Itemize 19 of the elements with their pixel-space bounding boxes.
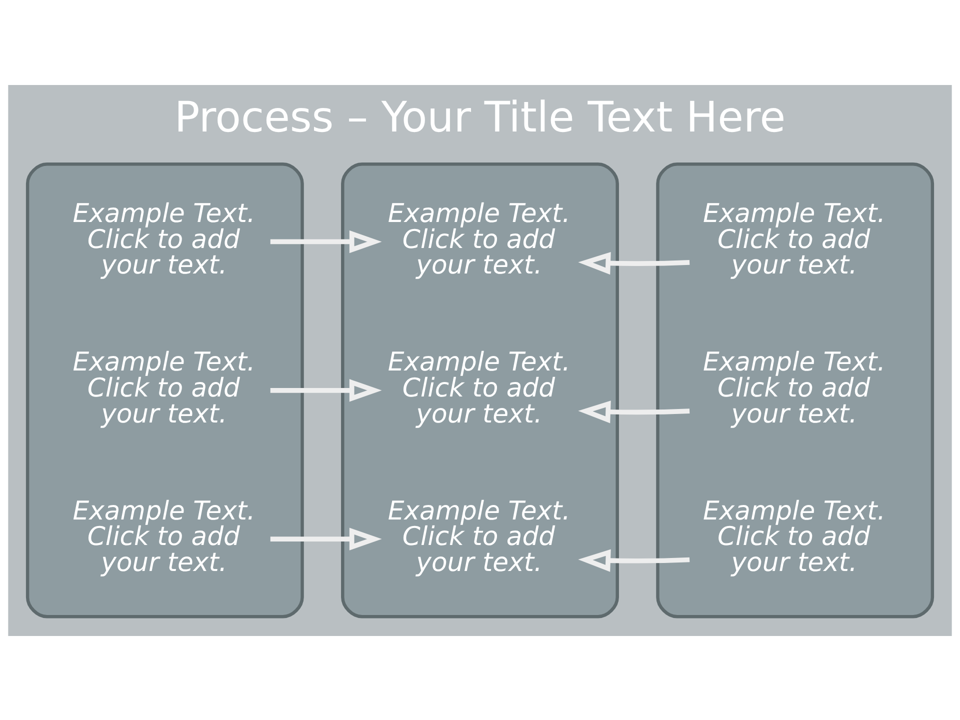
arrow — [270, 230, 382, 253]
cluster — [656, 162, 934, 618]
node-text: Example Text. Click to add your text. — [388, 198, 570, 280]
node-text: Example Text. Click to add your text. — [702, 496, 886, 578]
node-text: Example Text. Click to add your text. — [72, 496, 256, 578]
cluster — [341, 162, 619, 618]
node-text: Example Text. Click to add your text. — [702, 347, 886, 429]
diagram-title: Process – Your Title Text Here — [174, 92, 786, 142]
arrow — [270, 378, 382, 402]
node-text: Example Text. Click to add your text. — [388, 347, 570, 429]
arrow — [578, 548, 690, 572]
arrow — [578, 251, 690, 274]
arrow — [270, 527, 382, 550]
node-text: Example Text. Click to add your text. — [702, 198, 886, 280]
arrow — [578, 400, 690, 423]
node-text: Example Text. Click to add your text. — [72, 198, 256, 280]
cluster — [26, 162, 304, 618]
node-text: Example Text. Click to add your text. — [388, 496, 570, 578]
node-text: Example Text. Click to add your text. — [72, 347, 256, 429]
